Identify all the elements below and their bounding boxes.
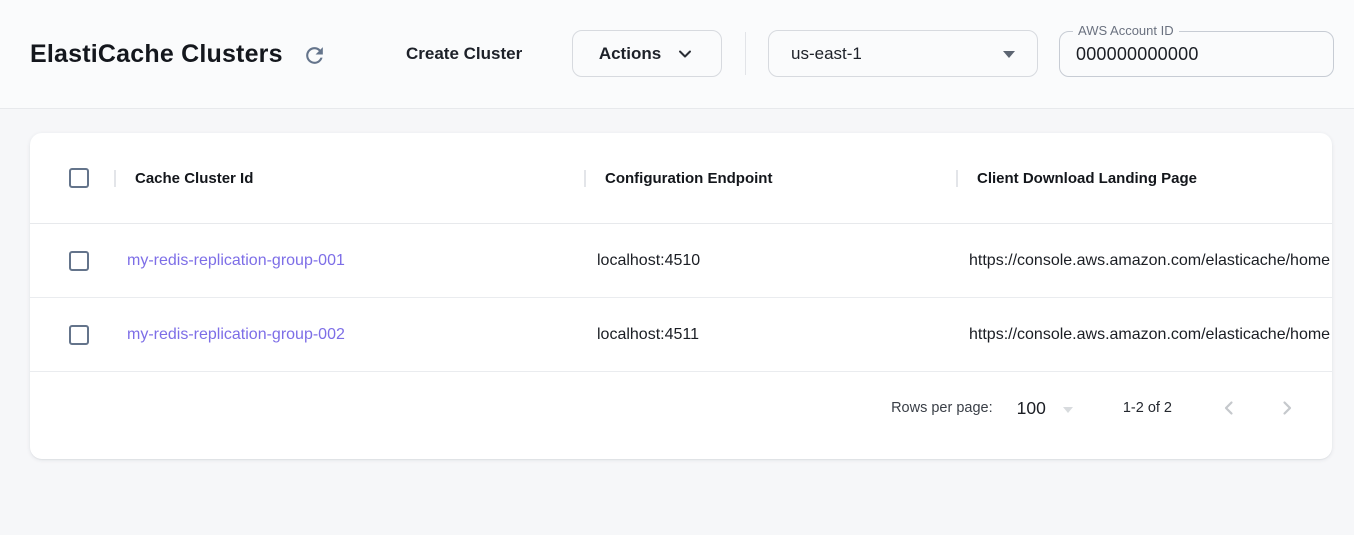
rows-per-page-value: 100 — [1016, 397, 1046, 418]
refresh-button[interactable] — [300, 41, 328, 69]
table-row: my-redis-replication-group-002 localhost… — [30, 298, 1332, 372]
chevron-left-icon — [1217, 396, 1241, 420]
configuration-endpoint-cell: localhost:4511 — [597, 325, 699, 343]
client-download-landing-page-cell: https://console.aws.amazon.com/elasticac… — [969, 251, 1331, 269]
table-pagination: Rows per page: 100 1-2 of 2 — [30, 372, 1332, 459]
cache-cluster-id-link[interactable]: my-redis-replication-group-001 — [127, 251, 345, 269]
table-row: my-redis-replication-group-001 localhost… — [30, 224, 1332, 298]
region-select[interactable]: us-east-1 — [768, 30, 1038, 77]
rows-per-page-label: Rows per page: — [891, 400, 993, 416]
row-checkbox-cell — [30, 250, 114, 271]
caret-down-icon — [1062, 407, 1073, 413]
cache-cluster-id-cell: my-redis-replication-group-002 — [114, 326, 584, 344]
rows-per-page-select[interactable]: 100 — [1017, 398, 1073, 419]
chevron-right-icon — [1275, 396, 1299, 420]
column-separator — [584, 169, 586, 187]
column-separator — [114, 169, 116, 187]
row-checkbox-cell — [30, 324, 114, 345]
pagination-range-label: 1-2 of 2 — [1122, 400, 1172, 416]
caret-down-icon — [1003, 50, 1015, 58]
aws-account-id-field: AWS Account ID — [1059, 23, 1334, 77]
chevron-down-icon — [675, 44, 695, 64]
row-checkbox[interactable] — [69, 324, 89, 345]
column-header-client-download-landing-page[interactable]: Client Download Landing Page — [956, 169, 1332, 187]
aws-account-id-input[interactable] — [1060, 32, 1333, 76]
page-title: ElastiCache Clusters — [30, 39, 283, 68]
top-bar: ElastiCache Clusters Create Cluster Acti… — [0, 0, 1354, 109]
client-download-landing-page-cell: https://console.aws.amazon.com/elasticac… — [969, 325, 1331, 343]
actions-button-label: Actions — [598, 43, 662, 63]
table-header-row: Cache Cluster Id Configuration Endpoint … — [30, 133, 1332, 224]
select-all-checkbox[interactable] — [69, 168, 89, 188]
cache-cluster-id-cell: my-redis-replication-group-001 — [114, 252, 584, 270]
refresh-icon — [302, 43, 327, 68]
column-header-cache-cluster-id[interactable]: Cache Cluster Id — [114, 169, 584, 187]
row-checkbox[interactable] — [69, 250, 89, 271]
clusters-table-card: Cache Cluster Id Configuration Endpoint … — [30, 133, 1332, 459]
column-header-configuration-endpoint[interactable]: Configuration Endpoint — [584, 169, 956, 187]
create-cluster-button[interactable]: Create Cluster — [406, 0, 522, 108]
topbar-divider — [745, 32, 746, 75]
header-checkbox-cell — [30, 168, 114, 188]
configuration-endpoint-cell: localhost:4510 — [597, 251, 701, 269]
actions-button[interactable]: Actions — [572, 30, 722, 77]
next-page-button[interactable] — [1267, 388, 1307, 428]
aws-account-id-label: AWS Account ID — [1073, 23, 1179, 38]
column-separator — [956, 169, 958, 187]
cache-cluster-id-link[interactable]: my-redis-replication-group-002 — [127, 325, 345, 343]
region-select-value: us-east-1 — [791, 43, 862, 63]
previous-page-button[interactable] — [1209, 388, 1249, 428]
